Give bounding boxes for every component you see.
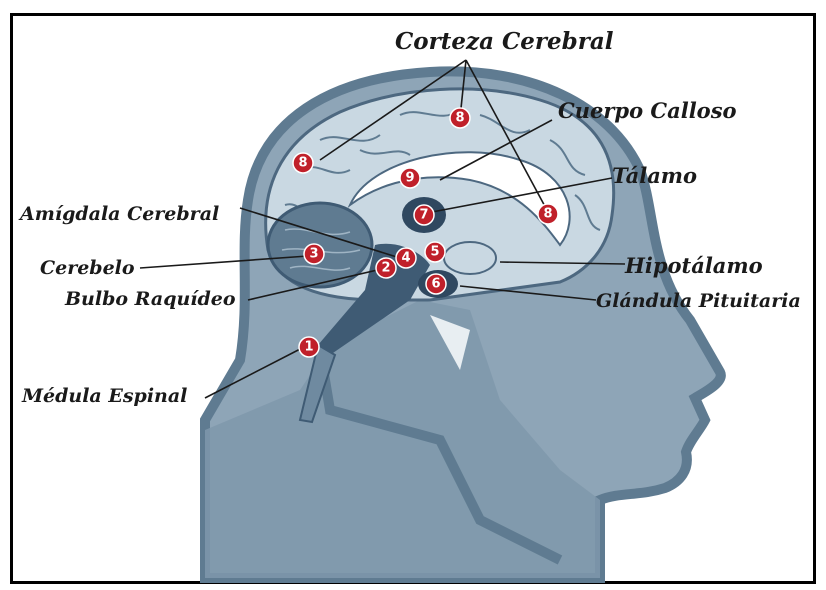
- marker-8a: 8: [293, 153, 313, 173]
- marker-2: 2: [376, 258, 396, 278]
- marker-6: 6: [426, 274, 446, 294]
- svg-text:5: 5: [430, 245, 439, 260]
- svg-text:1: 1: [304, 340, 313, 355]
- svg-text:2: 2: [381, 261, 390, 276]
- marker-1: 1: [299, 337, 319, 357]
- label-glandula-pituitaria: Glándula Pituitaria: [596, 290, 801, 312]
- marker-3: 3: [304, 244, 324, 264]
- label-hipotalamo: Hipotálamo: [625, 253, 763, 278]
- label-corteza-cerebral: Corteza Cerebral: [395, 28, 614, 55]
- svg-text:4: 4: [401, 251, 410, 266]
- svg-text:8: 8: [298, 156, 307, 171]
- svg-text:7: 7: [419, 208, 428, 223]
- svg-text:3: 3: [309, 247, 318, 262]
- marker-8b: 8: [450, 108, 470, 128]
- marker-5: 5: [425, 242, 445, 262]
- label-medula-espinal: Médula Espinal: [22, 385, 187, 407]
- marker-8c: 8: [538, 204, 558, 224]
- svg-text:6: 6: [431, 277, 440, 292]
- label-talamo: Tálamo: [612, 163, 697, 188]
- svg-text:8: 8: [455, 111, 464, 126]
- label-amigdala-cerebral: Amígdala Cerebral: [20, 203, 219, 225]
- svg-text:9: 9: [405, 171, 414, 186]
- label-bulbo-raquideo: Bulbo Raquídeo: [65, 288, 236, 310]
- svg-text:8: 8: [543, 207, 552, 222]
- marker-9: 9: [400, 168, 420, 188]
- label-cerebelo: Cerebelo: [40, 257, 135, 279]
- hypothalamus: [444, 242, 496, 274]
- marker-7: 7: [414, 205, 434, 225]
- label-cuerpo-calloso: Cuerpo Calloso: [558, 98, 737, 123]
- marker-4: 4: [396, 248, 416, 268]
